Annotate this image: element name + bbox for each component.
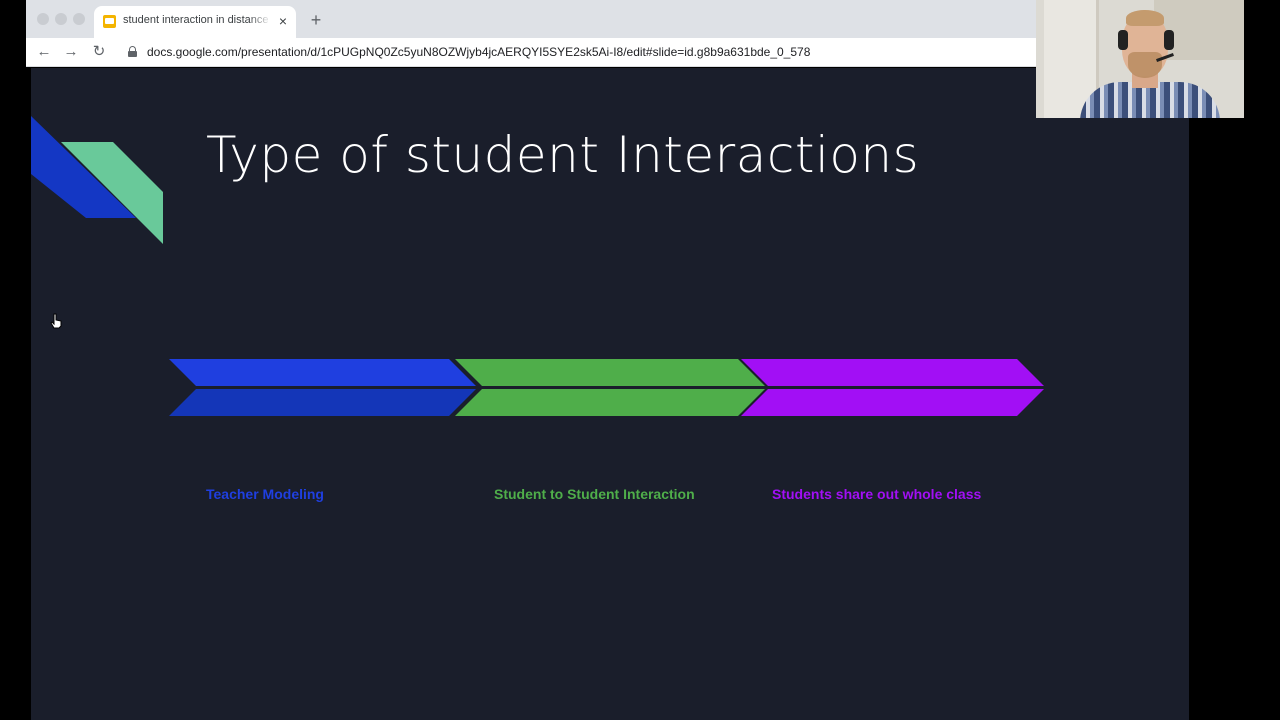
arrow-segment-1	[169, 359, 476, 416]
webcam-presenter-beard	[1128, 52, 1162, 78]
stage-label-student-to-student: Student to Student Interaction	[494, 486, 695, 502]
presenter-webcam-icon	[1036, 0, 1244, 118]
stage-label-teacher-modeling: Teacher Modeling	[206, 486, 324, 502]
corner-stripe-blue	[31, 116, 136, 218]
tab-strip: student interaction in distance × +	[26, 0, 1036, 38]
webcam-presenter-shirt	[1080, 82, 1220, 118]
presentation-slide: Type of student Interactions Teacher Mod…	[31, 68, 1189, 720]
slide-title: Type of student Interactions	[206, 126, 920, 184]
new-tab-icon[interactable]: +	[310, 10, 322, 30]
url-text[interactable]: docs.google.com/presentation/d/1cPUGpNQ0…	[147, 45, 811, 59]
address-bar[interactable]: docs.google.com/presentation/d/1cPUGpNQ0…	[118, 40, 1128, 64]
corner-stripe-green	[61, 142, 163, 244]
tab-close-icon[interactable]: ×	[278, 13, 288, 29]
window-close-dot[interactable]	[37, 13, 49, 25]
process-arrow-graphic	[169, 359, 1044, 416]
browser-toolbar: ← → ↻ docs.google.com/presentation/d/1cP…	[26, 38, 1128, 67]
headset-icon	[1118, 30, 1128, 50]
webcam-presenter-hair	[1126, 10, 1164, 26]
window-minimize-dot[interactable]	[55, 13, 67, 25]
google-slides-icon	[103, 15, 116, 28]
hand-cursor-icon	[50, 313, 62, 329]
headset-right-icon	[1164, 30, 1174, 50]
arrow-segment-2	[455, 359, 765, 416]
stage-label-share-out: Students share out whole class	[772, 486, 982, 502]
arrow-segment-3	[741, 359, 1044, 416]
reload-icon[interactable]: ↻	[92, 43, 106, 60]
browser-tab[interactable]: student interaction in distance ×	[94, 6, 296, 38]
back-arrow-icon[interactable]: ←	[36, 43, 52, 60]
window-maximize-dot[interactable]	[73, 13, 85, 25]
lock-icon[interactable]	[128, 46, 137, 57]
tab-title: student interaction in distance	[123, 14, 269, 26]
browser-window: student interaction in distance × + ← → …	[26, 0, 1128, 67]
forward-arrow-icon[interactable]: →	[63, 43, 79, 60]
corner-decoration	[31, 116, 163, 244]
